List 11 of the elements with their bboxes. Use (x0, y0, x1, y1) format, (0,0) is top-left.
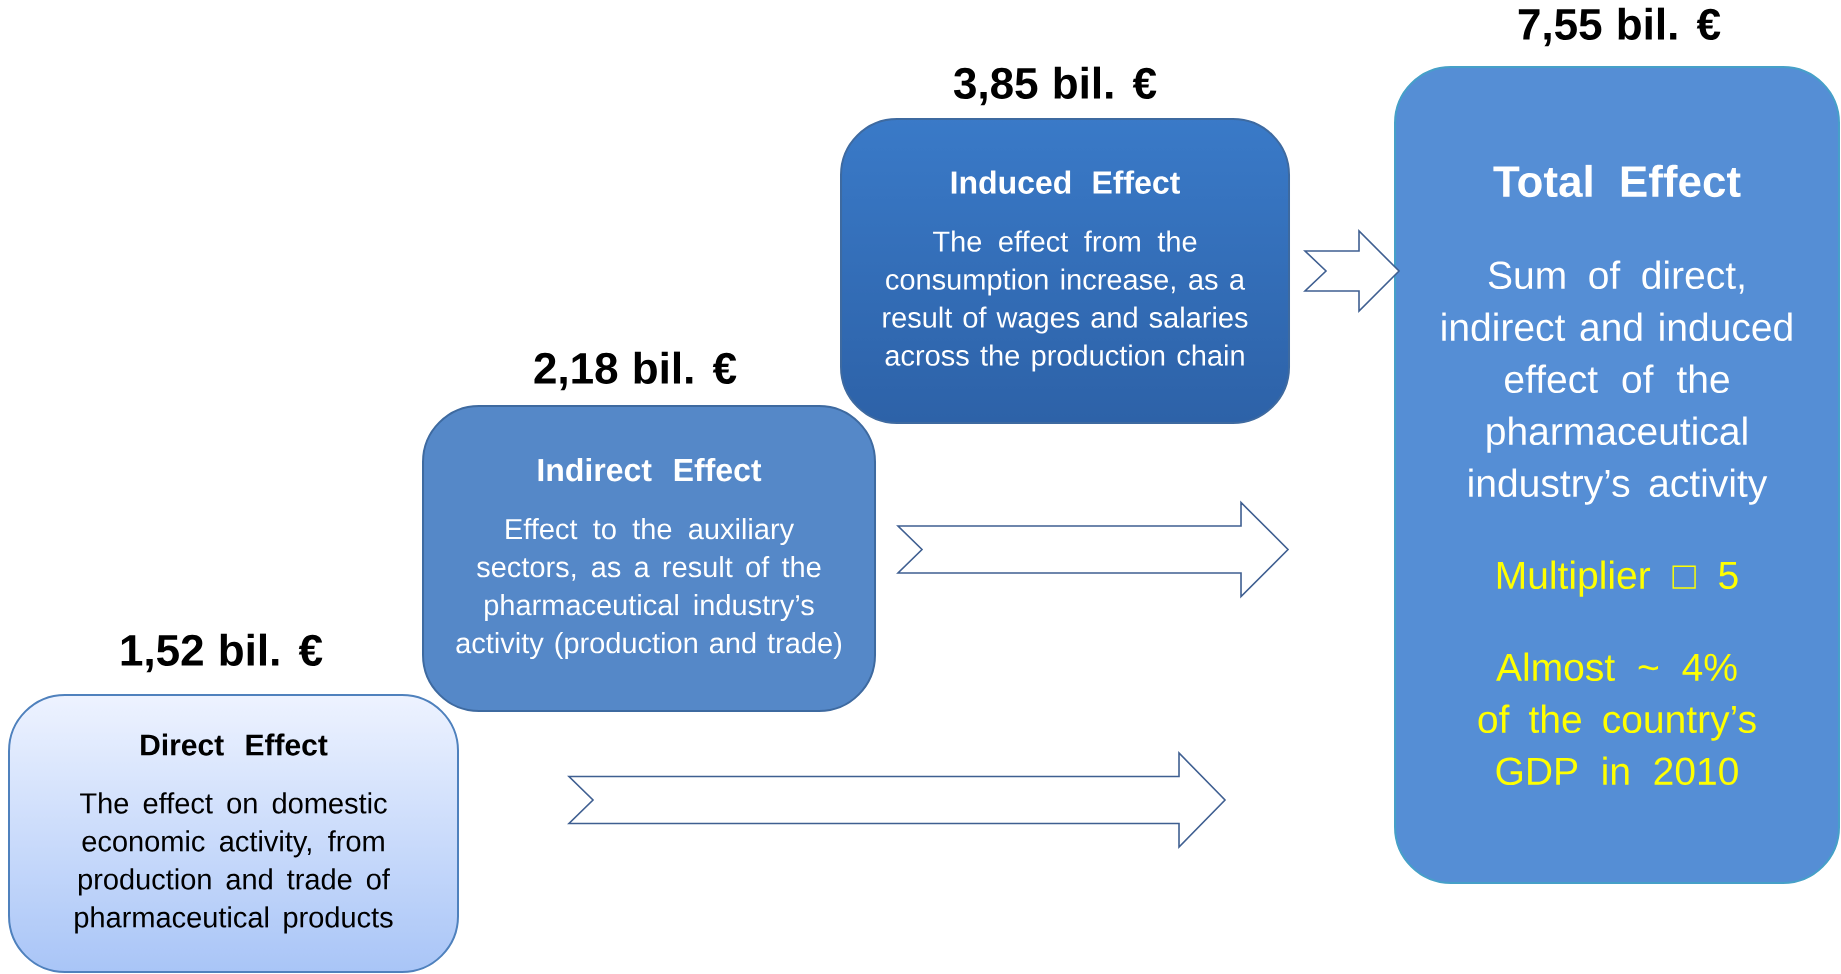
effect-box: Total Effect Sum of direct, indirect and induced effect of the pharmaceutical industry’s activity Multiplier □ 5 Almost ~ 4% of the country’s GDP in 2010 (1394, 66, 1840, 884)
effect-box: Indirect Effect Effect to the auxiliary sectors, as a result of the pharmaceutical industry’s activity (production and trade) (422, 405, 876, 712)
block-arrow (896, 500, 1290, 599)
value-label: 7,55 bil. € (1518, 7, 1721, 47)
value-label: 2,18 bil. € (534, 351, 737, 391)
effect-box: Direct Effect The effect on domestic economic activity, from production and trade of pharmaceutical products (8, 694, 459, 973)
effect-box: Induced Effect The effect from the consumption increase, as a result of wages and salaries across the production chain (840, 118, 1290, 424)
value-label: 1,52 bil. € (121, 633, 323, 673)
block-arrow (1303, 229, 1401, 313)
block-arrow (567, 751, 1227, 849)
value-label: 3,85 bil. € (953, 66, 1157, 106)
